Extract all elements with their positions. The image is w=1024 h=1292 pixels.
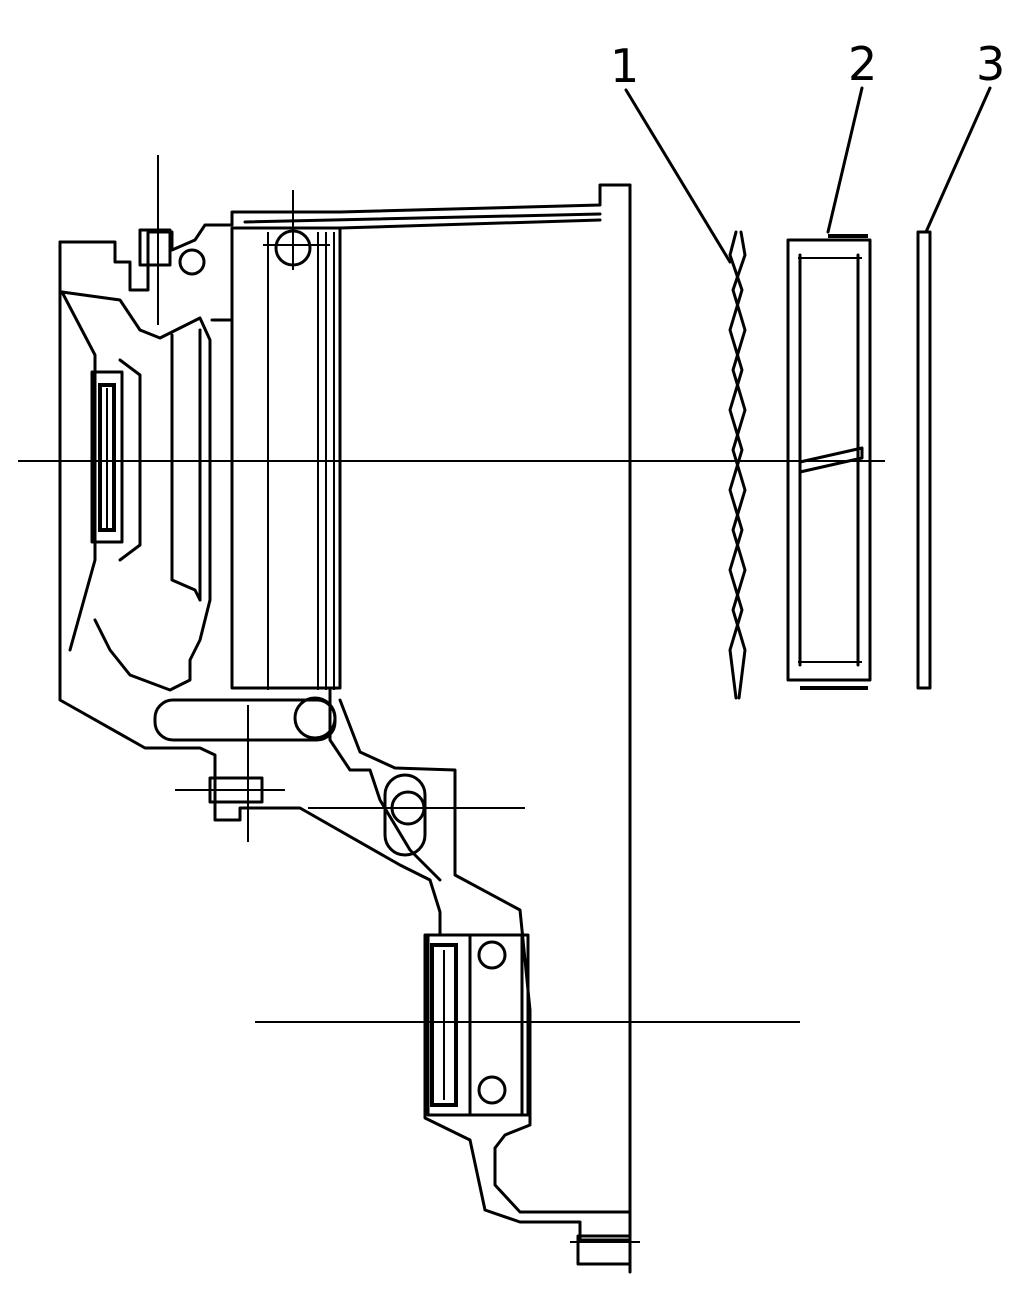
part-1-wave-disk <box>728 230 747 700</box>
leader-lines <box>624 86 992 264</box>
callout-1: 1 <box>610 39 639 93</box>
part-3-plate <box>916 230 932 690</box>
housing <box>58 183 640 1274</box>
callout-2: 2 <box>848 37 877 91</box>
callout-3: 3 <box>976 37 1005 91</box>
part-2-ring <box>786 234 872 690</box>
